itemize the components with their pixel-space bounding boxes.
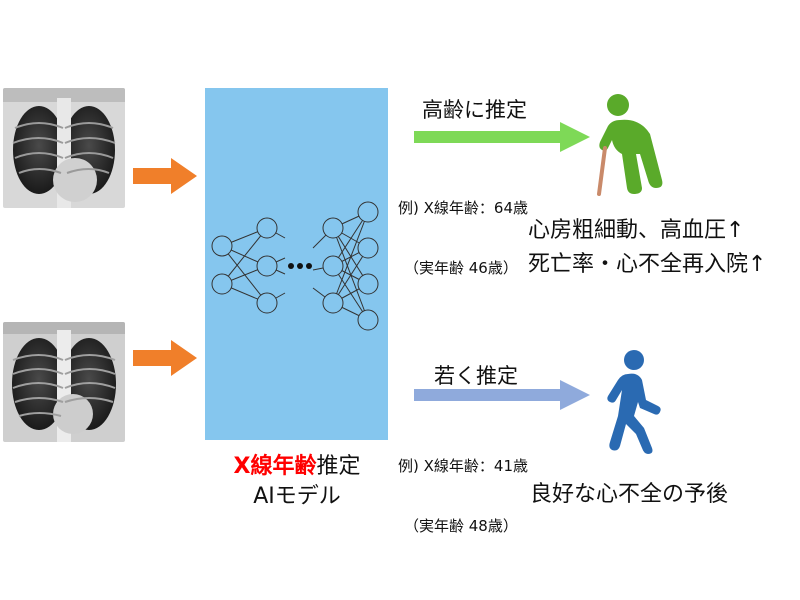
chest-xray-image-top	[3, 88, 125, 208]
model-label: X線年齢推定 AIモデル	[190, 452, 404, 512]
model-label-rest: 推定	[316, 454, 361, 479]
elderly-person-with-cane-icon	[597, 94, 663, 196]
ai-model-box	[205, 88, 388, 440]
chest-xray-image-bottom	[3, 322, 125, 442]
older-example: 例) X線年齢：64歳 （実年齢 46歳）	[398, 158, 528, 298]
model-label-line1: X線年齢推定	[190, 452, 404, 482]
input-arrow-top	[133, 158, 197, 194]
older-arrow-label: 高齢に推定	[422, 98, 527, 122]
running-person-icon	[607, 350, 661, 454]
model-label-line2: AIモデル	[253, 484, 341, 509]
input-arrow-bottom	[133, 340, 197, 376]
younger-example-line1: 例) X線年齢：41歳	[398, 457, 528, 475]
younger-outcome-line1: 良好な心不全の予後	[530, 482, 729, 507]
model-label-red: X線年齢	[233, 454, 317, 479]
older-outcome-line1: 心房粗細動、高血圧↑	[528, 218, 745, 243]
younger-outcome: 良好な心不全の予後	[530, 478, 728, 512]
older-example-line1: 例) X線年齢：64歳	[398, 199, 528, 217]
younger-arrow-label: 若く推定	[434, 364, 518, 388]
younger-example-line2: （実年齢 48歳）	[404, 517, 518, 535]
younger-example: 例) X線年齢：41歳 （実年齢 48歳）	[398, 416, 528, 556]
older-outcome: 心房粗細動、高血圧↑ 死亡率・心不全再入院↑	[528, 214, 766, 282]
neural-network-icon	[211, 201, 379, 331]
older-outcome-line2: 死亡率・心不全再入院↑	[528, 252, 767, 277]
older-arrow	[414, 122, 590, 152]
older-example-line2: （実年齢 46歳）	[404, 259, 518, 277]
younger-arrow	[414, 380, 590, 410]
